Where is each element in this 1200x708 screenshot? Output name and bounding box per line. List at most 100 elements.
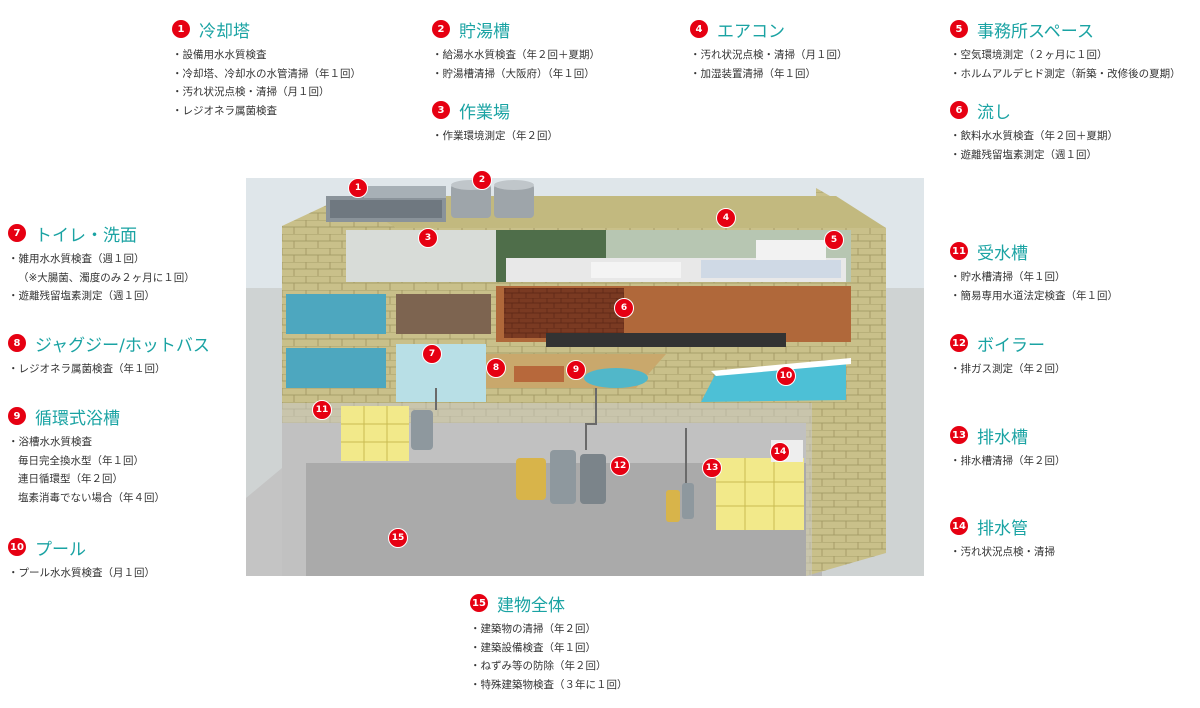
item-line: 雑用水水質検査（週１回） [8, 250, 195, 269]
marker-6: 6 [614, 298, 634, 318]
item-sink: 6 流し 飲料水水質検査（年２回＋夏期） 遊離残留塩素測定（週１回） [950, 99, 1118, 164]
item-air-conditioner: 4 エアコン 汚れ状況点検・清掃（月１回） 加湿装置清掃（年１回） [690, 18, 848, 83]
item-title: 事務所スペース [977, 21, 1094, 42]
item-line: ねずみ等の防除（年２回） [470, 657, 628, 676]
marker-9: 9 [566, 360, 586, 380]
item-title: 建物全体 [497, 595, 565, 616]
item-title: 排水槽 [977, 427, 1028, 448]
item-line: 貯湯槽清掃（大阪府）（年１回） [432, 65, 600, 84]
drain-tank-13 [716, 458, 804, 530]
boiler-shape [516, 458, 546, 500]
number-badge: 15 [470, 594, 488, 612]
marker-8: 8 [486, 358, 506, 378]
item-title: 循環式浴槽 [35, 408, 120, 429]
item-title: エアコン [717, 21, 785, 42]
tank-shape [451, 184, 491, 218]
number-badge: 9 [8, 407, 26, 425]
item-line: 遊離残留塩素測定（週１回） [950, 146, 1118, 165]
number-badge: 10 [8, 538, 26, 556]
item-line: （※大腸菌、濁度のみ２ヶ月に１回） [18, 271, 195, 284]
marker-1: 1 [348, 178, 368, 198]
item-line: 簡易専用水道法定検査（年１回） [950, 287, 1119, 306]
item-line: 給湯水水質検査（年２回＋夏期） [432, 46, 601, 65]
item-line: 汚れ状況点検・清掃（月１回） [690, 46, 848, 65]
number-badge: 11 [950, 242, 968, 260]
marker-12: 12 [610, 456, 630, 476]
item-title: 作業場 [459, 102, 510, 123]
item-line: 冷却塔、冷却水の水管清掃（年１回） [172, 65, 362, 84]
item-line: レジオネラ属菌検査 [172, 102, 361, 121]
number-badge: 2 [432, 20, 450, 38]
item-line: 排ガス測定（年２回） [950, 360, 1066, 379]
marker-3: 3 [418, 228, 438, 248]
item-receiving-tank: 11 受水槽 貯水槽清掃（年１回） 簡易専用水道法定検査（年１回） [950, 240, 1118, 305]
item-title: トイレ・洗面 [35, 225, 137, 246]
item-line: 建築物の清掃（年２回） [470, 620, 628, 639]
item-line: 塩素消毒でない場合（年４回） [18, 491, 165, 504]
tank-shape [494, 184, 534, 218]
item-line: 作業環境測定（年２回） [432, 127, 559, 146]
bath-shape [584, 368, 648, 388]
item-title: プール [35, 539, 86, 560]
marker-13: 13 [702, 458, 722, 478]
item-line: レジオネラ属菌検査（年１回） [8, 360, 210, 379]
number-badge: 12 [950, 334, 968, 352]
item-toilet: 7 トイレ・洗面 雑用水水質検査（週１回） （※大腸菌、濁度のみ２ヶ月に１回） 遊… [8, 222, 195, 306]
item-line: ホルムアルデヒド測定（新築・改修後の夏期） [950, 65, 1181, 84]
number-badge: 1 [172, 20, 190, 38]
item-line: 特殊建築物検査（３年に１回） [470, 676, 628, 695]
marker-15: 15 [388, 528, 408, 548]
item-drain-pipe: 14 排水管 汚れ状況点検・清掃 [950, 515, 1055, 562]
marker-7: 7 [422, 344, 442, 364]
number-badge: 13 [950, 426, 968, 444]
item-line: 貯水槽清掃（年１回） [950, 268, 1118, 287]
number-badge: 4 [690, 20, 708, 38]
item-whole-building: 15 建物全体 建築物の清掃（年２回） 建築設備検査（年１回） ねずみ等の防除（年… [470, 592, 628, 694]
item-line: 空気環境測定（２ヶ月に１回） [950, 46, 1181, 65]
building-illustration: 1 2 3 4 5 6 7 8 9 10 11 12 13 14 15 [246, 170, 924, 576]
item-line: 建築設備検査（年１回） [470, 639, 628, 658]
marker-2: 2 [472, 170, 492, 190]
item-title: ボイラー [977, 335, 1045, 356]
window-band [286, 294, 386, 334]
item-workplace: 3 作業場 作業環境測定（年２回） [432, 99, 558, 146]
item-line: 加湿装置清掃（年１回） [690, 65, 848, 84]
item-cooling-tower: 1 冷却塔 設備用水水質検査 冷却塔、冷却水の水管清掃（年１回） 汚れ状況点検・清… [172, 18, 361, 120]
number-badge: 3 [432, 101, 450, 119]
item-pool: 10 プール プール水水質検査（月１回） [8, 536, 155, 583]
item-line: 毎日完全換水型（年１回） [18, 454, 144, 467]
item-line: プール水水質検査（月１回） [8, 564, 156, 583]
item-line: 浴槽水水質検査 [8, 433, 165, 452]
item-title: 排水管 [977, 518, 1028, 539]
building-cutaway-drawing [246, 178, 924, 576]
number-badge: 7 [8, 224, 26, 242]
item-line: 飲料水水質検査（年２回＋夏期） [950, 127, 1119, 146]
item-office-space: 5 事務所スペース 空気環境測定（２ヶ月に１回） ホルムアルデヒド測定（新築・改修… [950, 18, 1181, 83]
item-boiler: 12 ボイラー 排ガス測定（年２回） [950, 332, 1066, 379]
number-badge: 6 [950, 101, 968, 119]
number-badge: 14 [950, 517, 968, 535]
pool-shape [701, 360, 846, 402]
item-title: 受水槽 [977, 243, 1028, 264]
marker-5: 5 [824, 230, 844, 250]
item-line: 排水槽清掃（年２回） [950, 452, 1066, 471]
marker-14: 14 [770, 442, 790, 462]
item-drain-tank: 13 排水槽 排水槽清掃（年２回） [950, 424, 1066, 471]
item-hot-water-tank: 2 貯湯槽 給湯水水質検査（年２回＋夏期） 貯湯槽清掃（大阪府）（年１回） [432, 18, 600, 83]
item-line: 汚れ状況点検・清掃（月１回） [172, 83, 361, 102]
number-badge: 5 [950, 20, 968, 38]
jacuzzi-shape [514, 366, 564, 382]
item-title: 冷却塔 [199, 21, 250, 42]
marker-11: 11 [312, 400, 332, 420]
item-line: 設備用水水質検査 [172, 46, 361, 65]
water-tank-11 [341, 406, 409, 461]
item-line: 汚れ状況点検・清掃 [950, 543, 1056, 562]
item-line: 遊離残留塩素測定（週１回） [8, 287, 195, 306]
item-title: 流し [977, 102, 1011, 123]
marker-4: 4 [716, 208, 736, 228]
number-badge: 8 [8, 334, 26, 352]
item-title: 貯湯槽 [459, 21, 510, 42]
marker-10: 10 [776, 366, 796, 386]
